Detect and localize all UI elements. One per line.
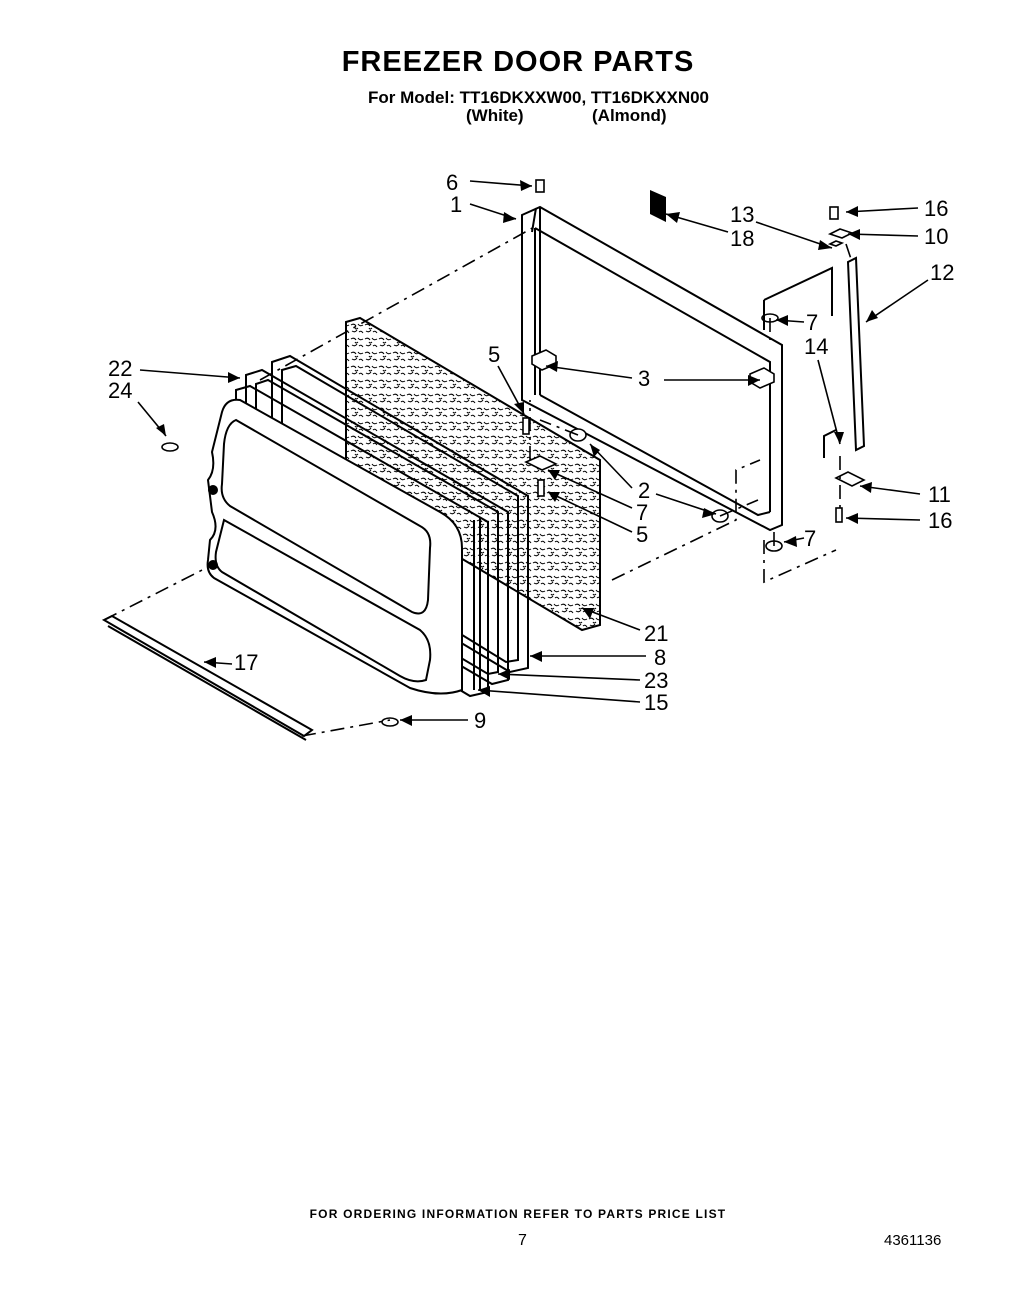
label-plate (650, 190, 666, 222)
callout-10: 10 (924, 224, 948, 249)
variant-almond: (Almond) (592, 106, 667, 125)
callout-3: 3 (638, 366, 650, 391)
callout-5-bottom: 5 (636, 522, 648, 547)
assembly-guide-lines (103, 225, 853, 737)
callout-arrowheads (156, 180, 878, 726)
callout-11: 11 (928, 482, 951, 507)
callout-24: 24 (108, 378, 132, 403)
hinge-brackets (763, 266, 837, 458)
variant-white: (White) (466, 106, 524, 125)
callout-9: 9 (474, 708, 486, 733)
page-title: FREEZER DOOR PARTS (341, 46, 695, 78)
callout-7-top: 7 (806, 310, 818, 335)
model-numbers: For Model: TT16DKXXW00, TT16DKXXN00 (368, 88, 710, 107)
outer-door-panel (521, 205, 783, 532)
callout-14: 14 (804, 334, 828, 359)
callout-1: 1 (450, 192, 462, 217)
callout-15: 15 (644, 690, 668, 715)
callout-4: 7 (636, 500, 648, 525)
callout-12: 12 (930, 260, 954, 285)
callout-7-bottom: 7 (804, 526, 816, 551)
callout-2: 2 (638, 478, 650, 503)
callout-8: 8 (654, 645, 666, 670)
callout-18: 18 (730, 226, 754, 251)
callout-22: 23 (644, 668, 668, 693)
door-shelf-bar (101, 614, 314, 741)
callout-13: 13 (730, 202, 754, 227)
door-handle (846, 256, 866, 452)
document-number: 4361136 (884, 1232, 942, 1249)
ordering-note: FOR ORDERING INFORMATION REFER TO PARTS … (309, 1207, 727, 1221)
callout-23: 22 (108, 356, 132, 381)
callout-labels: 6 1 13 18 16 10 12 7 14 5 3 22 24 2 7 5 … (108, 170, 954, 733)
callout-21: 21 (644, 621, 668, 646)
inner-door-liner (206, 398, 463, 695)
callout-6: 6 (446, 170, 458, 195)
callout-5-top: 5 (488, 342, 500, 367)
callout-16-bottom: 16 (928, 508, 952, 533)
callout-16-top: 16 (924, 196, 948, 221)
page-number: 7 (518, 1232, 527, 1249)
callout-17: 17 (234, 650, 258, 675)
